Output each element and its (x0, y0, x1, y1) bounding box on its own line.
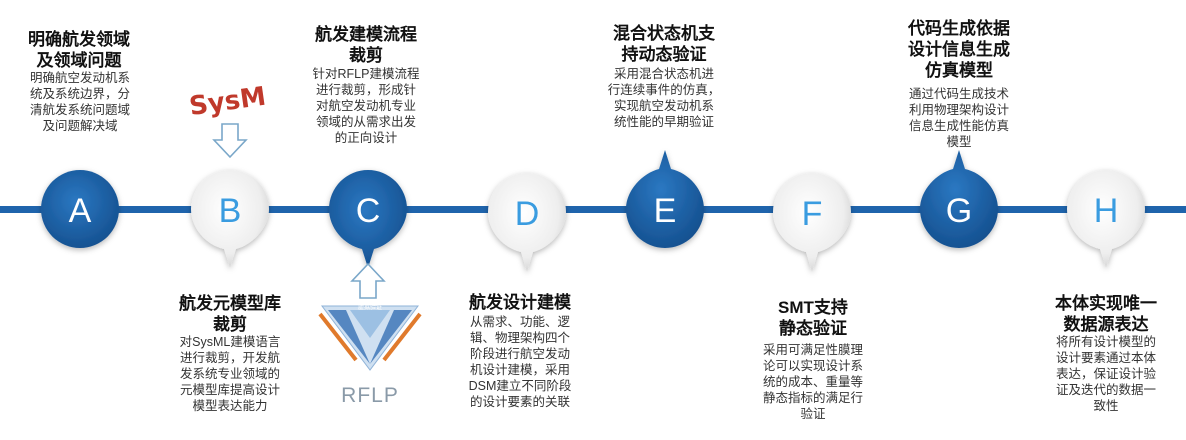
node-h-letter: H (1094, 192, 1119, 230)
node-d: D (488, 173, 566, 272)
step-g-desc: 通过代码生成技术 利用物理架构设计 信息生成性能仿真 模型 (908, 87, 1009, 149)
arrow-down-icon (212, 123, 248, 159)
node-g: G (920, 150, 998, 248)
arrow-up-icon (350, 262, 386, 299)
step-d-title: 航发设计建模 (469, 293, 571, 312)
step-b-desc: 对SysML建模语言 进行裁剪，开发航 发系统专业领域的 元模型库提高设计 模型… (179, 335, 281, 413)
node-d-letter: D (515, 195, 540, 233)
node-e-letter: E (654, 192, 677, 230)
step-g-title: 代码生成依据 设计信息生成 仿真模型 (908, 19, 1010, 80)
node-b-letter: B (219, 192, 242, 230)
node-f-letter: F (802, 195, 823, 233)
node-a: A (41, 170, 119, 248)
step-c-desc: 针对RFLP建模流程 进行裁剪，形成针 对航空发动机专业 领域的从需求出发 的正… (312, 67, 420, 145)
node-h: H (1067, 170, 1145, 268)
timeline-line (0, 206, 1186, 213)
node-f: F (773, 173, 851, 272)
step-e-title: 混合状态机支 持动态验证 (613, 24, 715, 64)
step-h-title: 本体实现唯一 数据源表达 (1055, 294, 1157, 334)
node-b: B (191, 170, 269, 268)
rflp-top-label: 虚拟验证 (358, 303, 382, 311)
step-e-desc: 采用混合状态机进 行连续事件的仿真， 实现航空发动机系 统性能的早期验证 (607, 67, 721, 129)
sysml-logo: SysML (187, 79, 266, 122)
step-d-desc: 从需求、功能、逻 辑、物理架构四个 阶段进行航空发动 机设计建模，采用 DSM建… (468, 315, 572, 409)
node-c-letter: C (356, 192, 381, 230)
step-a-desc: 明确航空发动机系 统及系统边界，分 清航发系统问题域 及问题解决域 (29, 71, 130, 133)
node-e: E (626, 150, 704, 248)
rflp-logo-text: RFLP (341, 384, 399, 407)
step-c-title: 航发建模流程 裁剪 (315, 25, 417, 65)
node-a-letter: A (69, 192, 92, 230)
rflp-logo: 虚拟验证 RFLP (318, 303, 422, 407)
step-h-desc: 将所有设计模型的 设计要素通过本体 表达，保证设计验 证及迭代的数据一 致性 (1055, 335, 1156, 413)
node-c: C (329, 170, 407, 268)
step-f-title: SMT支持 静态验证 (778, 298, 848, 338)
node-g-letter: G (946, 192, 972, 230)
sysml-logo-text: SysML (187, 79, 266, 122)
step-b-title: 航发元模型库 裁剪 (179, 294, 281, 334)
step-f-desc: 采用可满足性膜理 论可以实现设计系 统的成本、重量等 静态指标的满足行 验证 (762, 343, 863, 421)
step-a-title: 明确航发领域 及领域问题 (28, 30, 130, 70)
